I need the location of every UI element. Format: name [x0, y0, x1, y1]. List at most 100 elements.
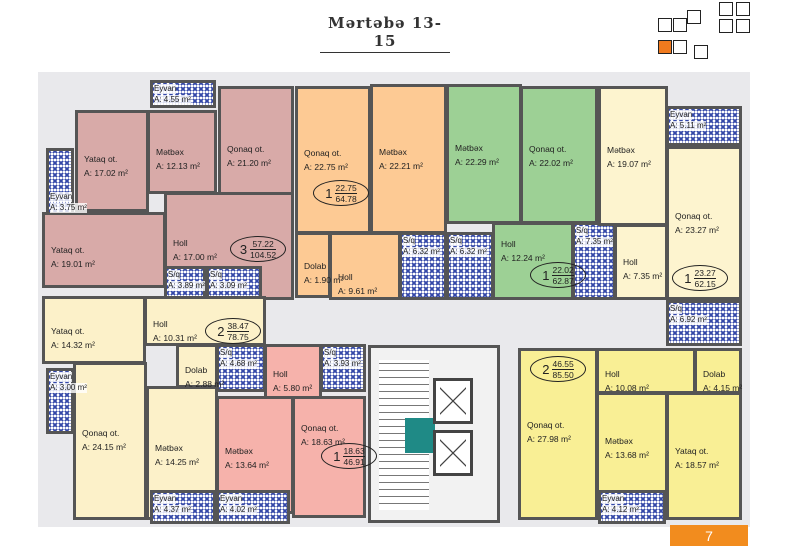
room-area: A: 22.02 m²	[529, 158, 573, 168]
minimap-section[interactable]	[736, 19, 750, 33]
room-area: A: 4.02 m²	[220, 505, 257, 515]
room-holl: Holl A: 10.08 m²	[596, 348, 696, 394]
room-count: 1	[333, 448, 341, 464]
room-name: S/q	[670, 304, 683, 314]
minimap-section[interactable]	[658, 40, 672, 54]
room-area: A: 4.12 m²	[602, 505, 639, 515]
room-name: Holl	[338, 272, 353, 282]
room-count: 1	[325, 185, 333, 201]
room-name: Dolab	[703, 369, 726, 379]
room-holl: Holl A: 5.80 m²	[264, 344, 322, 400]
room-area: A: 2.88 m²	[185, 379, 225, 389]
room-area: A: 18.57 m²	[675, 460, 719, 470]
minimap-section[interactable]	[719, 19, 733, 33]
room-count: 1	[684, 270, 692, 286]
stair-landing	[405, 418, 435, 453]
living-area: 23.27	[694, 267, 716, 279]
minimap-section[interactable]	[658, 18, 672, 32]
room-name: Yataq ot.	[675, 446, 709, 456]
living-area: 38.47	[227, 320, 249, 332]
room-name: Yataq ot.	[84, 154, 118, 164]
total-area: 62.87	[552, 275, 574, 286]
room-name: Dolab	[185, 365, 208, 375]
room-area: A: 19.01 m²	[51, 259, 95, 269]
room-name: Mətbəx	[156, 147, 184, 157]
room-name: Eyvan	[602, 494, 625, 504]
room-qonaq-ot: Qonaq ot.A: 22.02 m²	[520, 86, 598, 224]
minimap-section[interactable]	[673, 18, 687, 32]
room-area: A: 14.25 m²	[155, 457, 199, 467]
minimap-section[interactable]	[694, 45, 708, 59]
room-dolab: Dolab A: 2.88 m²	[176, 344, 224, 389]
room-yataq-ot: Yataq ot. A: 18.57 m²	[666, 392, 742, 520]
room-name: Qonaq ot.	[527, 420, 565, 430]
room-name: S/q	[210, 270, 223, 280]
room-name: Holl	[605, 369, 620, 379]
room-area: A: 7.35 m²	[576, 237, 613, 247]
minimap-section[interactable]	[719, 2, 733, 16]
room-area: A: 17.02 m²	[84, 168, 128, 178]
room-name: Qonaq ot.	[301, 423, 339, 433]
room-area: A: 22.29 m²	[455, 157, 499, 167]
room-count: 2	[542, 361, 550, 377]
room-name: Mətbəx	[225, 446, 253, 456]
room-area: A: 22.21 m²	[379, 161, 423, 171]
room-dolab: Dolab A: 4.15 m²	[694, 348, 742, 394]
room-area: A: 4.68 m²	[220, 359, 257, 369]
room-name: Eyvan	[670, 110, 693, 120]
minimap-section[interactable]	[736, 2, 750, 16]
page-number-badge: 7	[670, 525, 748, 546]
elevator-icon	[433, 378, 473, 424]
room-area: A: 3.75 m²	[50, 203, 87, 213]
room-name: Dolab	[304, 261, 327, 271]
room-area: A: 21.20 m²	[227, 158, 271, 168]
room-name: S/q	[403, 236, 416, 246]
room-area: A: 3.00 m²	[50, 383, 87, 393]
room-name: Qonaq ot.	[675, 211, 713, 221]
room-area: A: 23.27 m²	[675, 225, 719, 235]
room-count: 3	[239, 241, 248, 257]
living-area: 22.75	[335, 182, 357, 194]
room-yataq-ot: Yataq ot. A: 17.02 m²	[75, 110, 149, 212]
room-area: A: 14.32 m²	[51, 340, 95, 350]
minimap-section[interactable]	[673, 40, 687, 54]
room-area: A: 18.63 m²	[301, 437, 345, 447]
room-area: A: 24.15 m²	[82, 442, 126, 452]
room-area: A: 17.00 m²	[173, 252, 217, 262]
total-area: 64.78	[335, 193, 357, 204]
room-area: A: 10.08 m²	[605, 383, 649, 393]
room-name: S/q	[576, 226, 589, 236]
total-area: 46.91	[343, 456, 365, 467]
room-area: A: 22.75 m²	[304, 162, 348, 172]
living-area: 22.02	[552, 264, 574, 276]
minimap-section[interactable]	[687, 10, 701, 24]
total-area: 78.75	[227, 331, 249, 342]
total-area: 62.15	[694, 278, 716, 289]
room-name: Yataq ot.	[51, 326, 85, 336]
room-area: A: 3.93 m²	[324, 359, 361, 369]
room-name: Holl	[273, 369, 288, 379]
room-area: A: 5.80 m²	[273, 383, 313, 393]
room-name: S/q	[168, 270, 181, 280]
room-area: A: 4.37 m²	[154, 505, 191, 515]
room-area: A: 4.15 m²	[703, 383, 743, 393]
living-area: 57.22	[250, 239, 277, 250]
